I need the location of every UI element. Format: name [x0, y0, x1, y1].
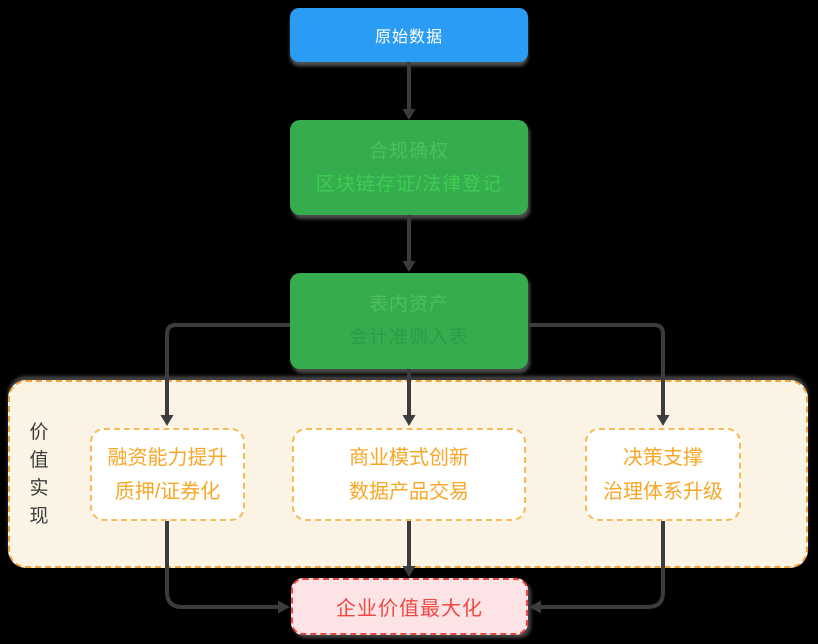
node-raw-data-label: 原始数据 [374, 29, 443, 46]
node-business-line2: 数据产品交易 [349, 480, 469, 503]
edge-compliance-asset [402, 215, 416, 272]
node-compliance-line2: 区块链存证/法律登记 [315, 173, 503, 195]
value-realization-group-label: 价值实现 [29, 422, 49, 527]
node-asset-line2: 会计准则入表 [348, 327, 469, 348]
node-compliance-confirmation: 合规确权 区块链存证/法律登记 [290, 120, 528, 215]
node-financing-line1: 融资能力提升 [107, 446, 228, 469]
node-financing-line2: 质押/证券化 [114, 480, 221, 503]
node-enterprise-value-max: 企业价值最大化 [291, 578, 528, 635]
node-balance-sheet-asset: 表内资产 会计准则入表 [290, 273, 528, 369]
node-asset-line1: 表内资产 [368, 294, 449, 315]
node-compliance-line1: 合规确权 [368, 140, 449, 162]
node-raw-data: 原始数据 [290, 8, 528, 62]
node-financing-capability: 融资能力提升 质押/证券化 [90, 428, 245, 521]
node-business-line1: 商业模式创新 [349, 446, 469, 469]
node-decision-support: 决策支撑 治理体系升级 [585, 428, 741, 521]
node-enterprise-value-max-label: 企业价值最大化 [336, 598, 483, 620]
node-business-model: 商业模式创新 数据产品交易 [292, 428, 526, 521]
node-decision-line1: 决策支撑 [623, 446, 703, 469]
node-decision-line2: 治理体系升级 [603, 480, 723, 503]
edge-source-compliance [402, 62, 416, 120]
